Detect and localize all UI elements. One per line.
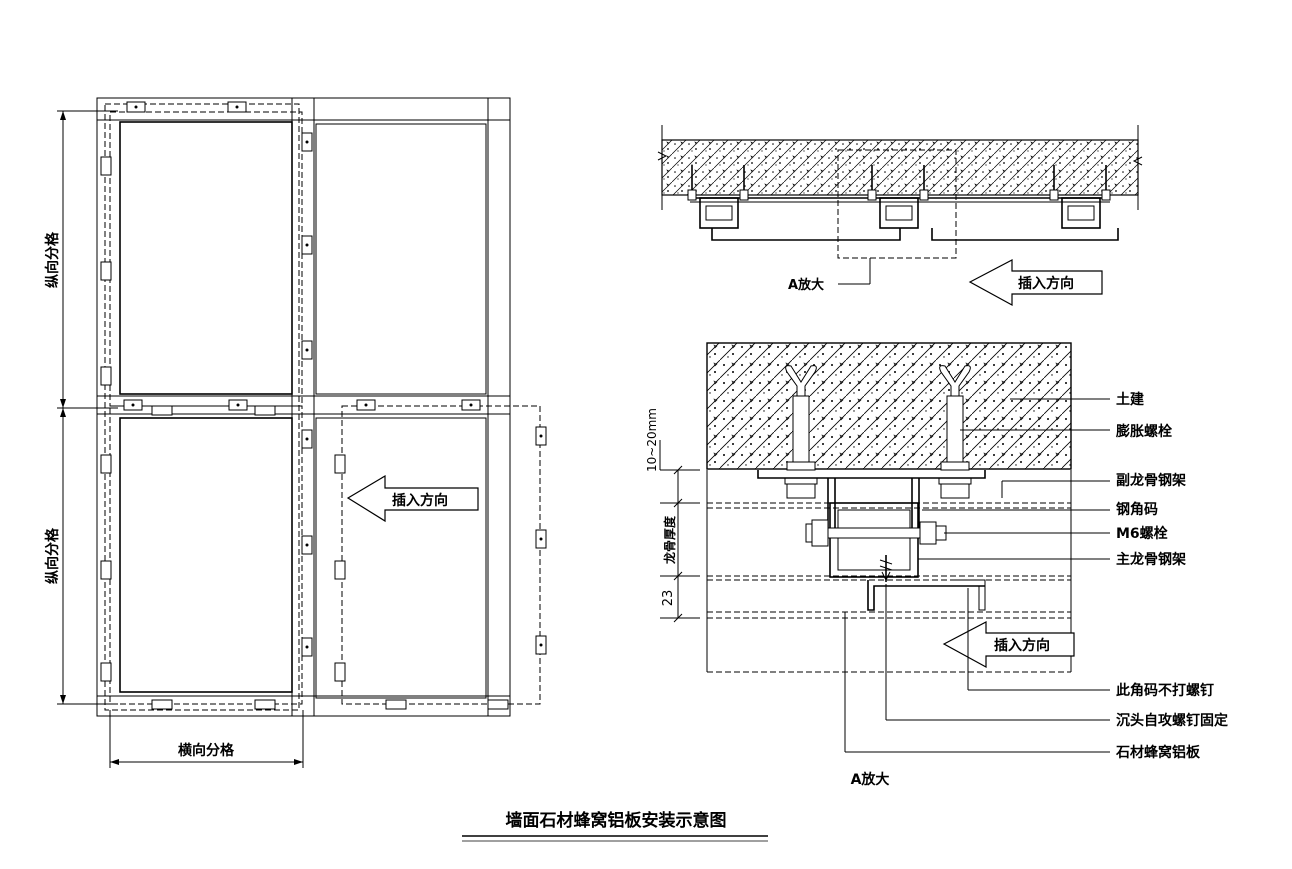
- leader-lines: [844, 398, 1110, 753]
- elevation-view: 插入方向 纵向分格 纵向分格 横向分格: [44, 97, 547, 768]
- insert-direction-arrow: 插入方向: [346, 474, 479, 523]
- drawing-title: 墙面石材蜂窝铝板安装示意图: [462, 810, 768, 842]
- insert-direction-arrow: 插入方向: [968, 259, 1103, 307]
- panel-clips: [100, 101, 547, 710]
- detail-caption: A放大: [851, 771, 890, 788]
- plan-section: A放大 插入方向: [657, 125, 1143, 307]
- dim-keel-label: 龙骨厚度: [662, 515, 677, 564]
- label-secondary-keel: 副龙骨钢架: [1116, 472, 1186, 489]
- vertical-dimension: 纵向分格 纵向分格: [44, 110, 118, 705]
- vertical-division-label: 纵向分格: [44, 231, 61, 288]
- panel-outline: [109, 111, 303, 407]
- dim-23-label: 23: [661, 590, 676, 607]
- detail-reference-label: A放大: [788, 277, 824, 293]
- insert-direction-label: 插入方向: [392, 492, 448, 509]
- panel-hook: [867, 580, 985, 611]
- panel-profile: [711, 228, 901, 241]
- label-steel-angle: 钢角码: [1116, 501, 1158, 518]
- panel-inner: [119, 417, 293, 693]
- civil-structure: [706, 342, 1072, 470]
- label-expansion-bolt: 膨胀螺栓: [1116, 423, 1172, 440]
- bracket-group: [1049, 165, 1111, 229]
- insert-direction-arrow: 插入方向: [942, 621, 1075, 669]
- detail-callout-box: [837, 149, 957, 259]
- label-panel: 石材蜂窝铝板: [1115, 744, 1201, 761]
- drawing-title-text: 墙面石材蜂窝铝板安装示意图: [506, 810, 727, 831]
- horizontal-dimension: 横向分格: [109, 710, 304, 768]
- concrete-wall: [661, 139, 1139, 196]
- expansion-bolt: [784, 365, 818, 499]
- inserting-panel: [341, 405, 541, 705]
- bracket-group: [867, 165, 929, 229]
- label-m6-bolt: M6螺栓: [1116, 525, 1168, 542]
- label-main-keel: 主龙骨钢架: [1116, 551, 1186, 568]
- vertical-division-label: 纵向分格: [44, 527, 61, 584]
- panel-profile: [931, 228, 1119, 241]
- m6-bolt: [805, 519, 947, 547]
- detail-a: 10~20mm 龙骨厚度 23 插入方向 土建 膨胀螺栓: [645, 342, 1228, 788]
- horizontal-division-label: 横向分格: [178, 742, 235, 759]
- insert-direction-label: 插入方向: [994, 637, 1050, 654]
- dimension-chain: 10~20mm 龙骨厚度 23: [645, 408, 700, 623]
- expansion-bolt: [938, 365, 972, 499]
- main-keel-steel: [829, 502, 919, 578]
- countersunk-screw: [879, 555, 893, 582]
- label-countersunk-screw: 沉头自攻螺钉固定: [1116, 712, 1228, 729]
- insert-direction-label: 插入方向: [1018, 275, 1074, 292]
- label-civil: 土建: [1116, 391, 1144, 408]
- dim-gap-label: 10~20mm: [645, 408, 659, 472]
- label-no-screw: 此角码不打螺钉: [1116, 682, 1214, 699]
- panel-outline: [109, 405, 303, 705]
- bracket-group: [687, 165, 749, 229]
- panel-inner: [119, 121, 293, 395]
- steel-angle-base: [757, 470, 986, 479]
